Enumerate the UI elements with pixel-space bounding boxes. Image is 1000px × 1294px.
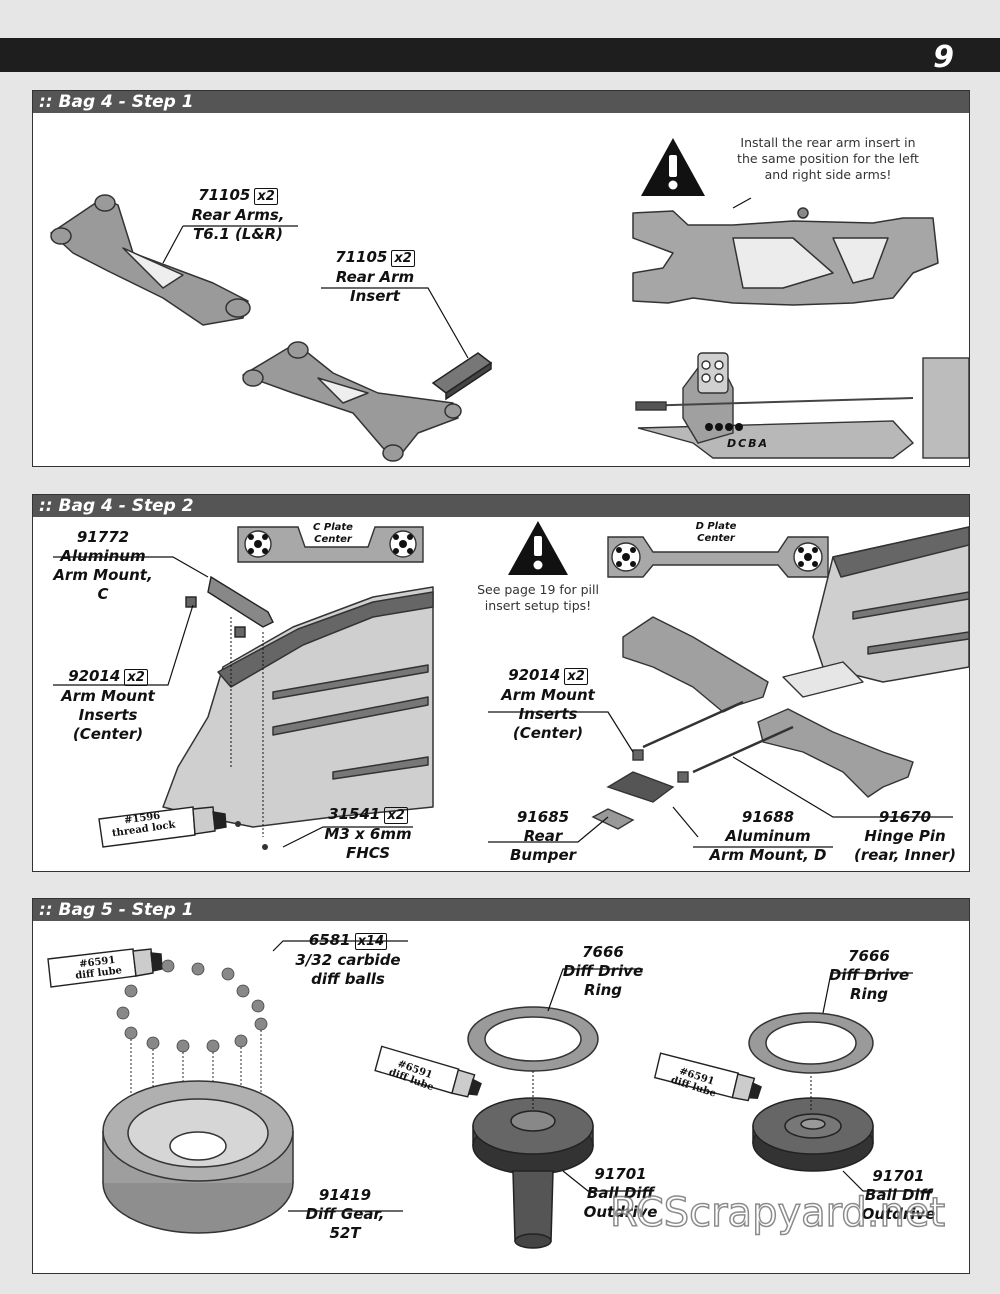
part-number: 91772 [76,528,130,546]
label-diff-gear: 91419 Diff Gear, 52T [295,1186,395,1243]
step-illustration [50,138,969,462]
part-name: Insert [350,287,400,305]
part-name: Diff Drive [828,966,910,984]
part-name: Ball Diff [864,1186,933,1204]
step-panel-bag4-step2: :: Bag 4 - Step 2 [32,494,970,872]
part-number: 31541 [328,805,381,823]
label-arm-mount-c: 91772 Aluminum Arm Mount, C [43,528,163,604]
watermark-text: RCScrapyard.net [609,1189,946,1237]
part-name: Arm Mount, [53,566,153,584]
part-name: Outdrive [861,1205,936,1223]
note-line: Install the rear arm insert in [740,135,916,150]
step-title: :: Bag 4 - Step 2 [33,495,969,517]
label-drive-ring-a: 7666 Diff Drive Ring [553,943,653,1000]
label-outdrive-b: 91701 Ball Diff Outdrive [851,1167,946,1224]
part-name: (rear, Inner) [853,846,957,864]
c-plate-label: C Plate Center [298,522,368,546]
step-title: :: Bag 5 - Step 1 [33,899,969,921]
note-line: and right side arms! [764,167,892,182]
part-number: 92014 [508,666,561,684]
part-name: Arm Mount, D [709,846,827,864]
quantity-badge: x2 [391,250,415,267]
part-name: Ring [849,985,889,1003]
part-name: C [97,585,109,603]
part-name: Inserts [518,705,578,723]
position-letters: DCBA [726,437,770,450]
note-line: See page 19 for pill [477,582,599,597]
step-panel-bag4-step1: :: Bag 4 - Step 1 [32,90,970,467]
part-name: Arm Mount [61,687,155,705]
part-name: Ring [583,981,623,999]
c-plate-text: Center [314,534,352,545]
d-plate-label: D Plate Center [681,521,751,545]
page-header-bar [0,38,1000,72]
caution-note: See page 19 for pill insert setup tips! [458,582,618,614]
part-name: Aluminum [725,827,811,845]
label-drive-ring-b: 7666 Diff Drive Ring [819,947,919,1004]
part-number: 92014 [68,667,121,685]
part-name: Rear [523,827,563,845]
quantity-badge: x2 [384,807,408,824]
part-number: 7666 [848,947,890,965]
quantity-badge: x2 [564,668,588,685]
part-name: Diff Gear, [305,1205,385,1223]
part-name: diff balls [311,970,385,988]
label-rear-bumper: 91685 Rear Bumper [498,808,588,865]
quantity-badge: x2 [124,669,148,686]
note-line: insert setup tips! [484,598,592,613]
label-arm-mount-d: 91688 Aluminum Arm Mount, D [703,808,833,865]
step-title: :: Bag 4 - Step 1 [33,91,969,113]
part-number: 71105 [198,186,251,204]
label-outdrive-a: 91701 Ball Diff Outdrive [573,1165,668,1222]
d-plate-text: D Plate [695,521,737,532]
step-panel-bag5-step1: :: Bag 5 - Step 1 [32,898,970,1274]
part-number: 91701 [594,1165,647,1183]
part-name: Outdrive [583,1203,658,1221]
part-number: 91670 [878,808,932,826]
part-number: 91685 [516,808,570,826]
quantity-badge: x2 [254,188,278,205]
part-name: Bumper [509,846,577,864]
part-name: Aluminum [60,547,146,565]
part-name: Inserts [78,706,138,724]
caution-note: Install the rear arm insert in the same … [708,135,948,183]
part-name: Rear Arm [335,268,415,286]
part-name: Ball Diff [586,1184,655,1202]
part-name: Rear Arms, [191,206,285,224]
part-number: 91688 [741,808,795,826]
part-name: Arm Mount [501,686,595,704]
part-name: (Center) [72,725,144,743]
part-number: 91419 [318,1186,372,1204]
part-number: 6581 [308,931,351,949]
step-illustration [47,940,933,1249]
note-line: the same position for the left [737,151,919,166]
step-illustration [53,521,969,850]
part-name: Hinge Pin [864,827,946,845]
part-name: 52T [329,1224,361,1242]
part-name: Diff Drive [562,962,644,980]
part-name: (Center) [512,724,584,742]
quantity-badge: x14 [354,933,388,950]
c-plate-text: C Plate [313,522,353,533]
part-number: 71105 [335,248,388,266]
part-name: FHCS [345,844,391,862]
part-name: 3/32 carbide [295,951,401,969]
part-name: M3 x 6mm [324,825,412,843]
label-hinge-pin: 91670 Hinge Pin (rear, Inner) [845,808,965,865]
part-number: 91701 [872,1167,925,1185]
part-name: T6.1 (L&R) [193,225,283,243]
page-number: 9 [933,40,954,75]
part-number: 7666 [582,943,624,961]
d-plate-text: Center [697,533,735,544]
